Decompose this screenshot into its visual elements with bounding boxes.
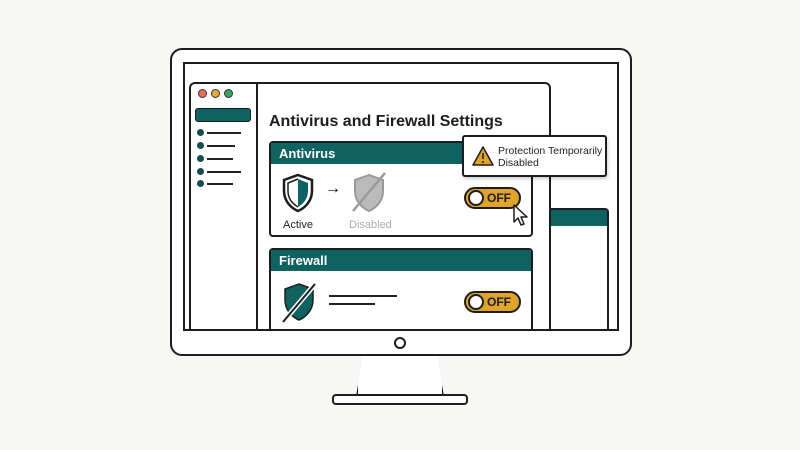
shield-active-icon — [282, 173, 314, 213]
status-disabled: Disabled — [349, 219, 392, 231]
warning-tooltip: Protection Temporarily Disabled — [462, 135, 607, 177]
placeholder-line — [329, 303, 375, 305]
firewall-card: Firewall OFF — [269, 248, 533, 329]
screen: Antivirus and Firewall Settings Antiviru… — [183, 62, 619, 331]
power-button[interactable] — [394, 337, 406, 349]
monitor-base — [332, 394, 468, 405]
toggle-label: OFF — [487, 191, 511, 205]
firewall-toggle[interactable]: OFF — [464, 291, 521, 313]
placeholder-line — [329, 295, 397, 297]
tooltip-text: Protection Temporarily Disabled — [498, 145, 603, 169]
status-active: Active — [283, 219, 313, 231]
warning-icon — [472, 146, 494, 166]
minimize-button[interactable] — [211, 89, 220, 98]
toggle-label: OFF — [487, 295, 511, 309]
close-button[interactable] — [198, 89, 207, 98]
firewall-header: Firewall — [271, 250, 531, 271]
sidebar — [191, 84, 258, 329]
page-title: Antivirus and Firewall Settings — [269, 113, 503, 130]
cursor-icon — [513, 204, 528, 226]
shield-off-icon — [281, 282, 317, 324]
background-window — [547, 208, 609, 329]
sidebar-item-active[interactable] — [195, 108, 251, 122]
monitor-stand — [356, 356, 444, 396]
arrow-right-icon: → — [325, 180, 341, 197]
antivirus-toggle[interactable]: OFF — [464, 187, 521, 209]
settings-window: Antivirus and Firewall Settings Antiviru… — [189, 82, 551, 329]
maximize-button[interactable] — [224, 89, 233, 98]
shield-disabled-icon — [352, 172, 386, 213]
